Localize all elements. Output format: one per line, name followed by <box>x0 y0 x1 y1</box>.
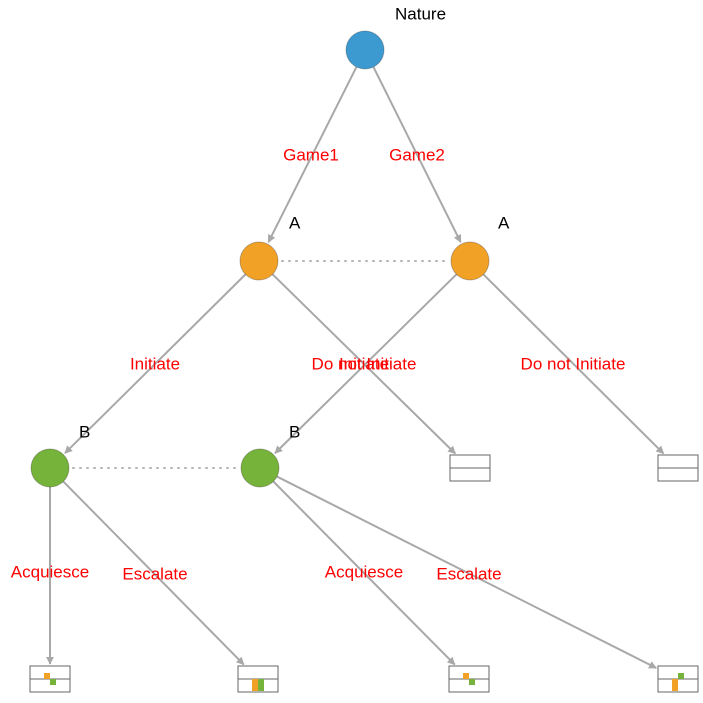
player-label-root: Nature <box>395 4 446 23</box>
terminal-t3 <box>29 665 71 693</box>
edge-b2-t5 <box>272 480 456 666</box>
edge-label-a1-t1: Do not Initiate <box>312 354 417 373</box>
terminal-t1 <box>449 454 491 482</box>
terminal-t4 <box>237 665 279 693</box>
payoff-bar-player-1 <box>252 679 258 691</box>
payoff-bar-player-2 <box>678 673 684 679</box>
edge-label-a2-b2: Initiate <box>339 354 389 373</box>
edge-label-root-a2: Game2 <box>389 145 445 164</box>
node-root <box>345 30 385 70</box>
edge-a1-t1 <box>271 273 457 455</box>
edge-label-b1-t3: Acquiesce <box>11 562 89 581</box>
terminal-t5 <box>448 665 490 693</box>
edge-a2-b2 <box>274 273 458 454</box>
edge-a1-b1 <box>64 273 247 454</box>
edge-label-b1-t4: Escalate <box>122 564 187 583</box>
terminal-t2 <box>657 454 699 482</box>
edge-b2-t6 <box>276 475 657 669</box>
payoff-bar-player-1 <box>672 679 678 691</box>
payoff-bar-player-1 <box>463 673 469 679</box>
edge-label-root-a1: Game1 <box>283 145 339 164</box>
node-b2 <box>240 448 280 488</box>
node-a2 <box>450 241 490 281</box>
edge-label-a2-t2: Do not Initiate <box>521 354 626 373</box>
edge-label-b2-t5: Acquiesce <box>325 562 403 581</box>
edge-a2-t2 <box>482 273 665 455</box>
edge-root-a2 <box>372 66 462 243</box>
player-label-b2: B <box>289 422 300 441</box>
payoff-bar-player-2 <box>469 679 475 685</box>
payoff-bar-player-1 <box>44 673 50 679</box>
player-label-a2: A <box>498 213 510 232</box>
node-b1 <box>30 448 70 488</box>
payoff-bar-player-2 <box>50 679 56 685</box>
edge-root-a1 <box>267 66 358 243</box>
edge-label-b2-t6: Escalate <box>436 564 501 583</box>
node-a1 <box>239 241 279 281</box>
player-label-b1: B <box>79 422 90 441</box>
terminal-t6 <box>657 665 699 693</box>
edge-b1-t4 <box>62 480 245 666</box>
payoff-bar-player-2 <box>258 679 264 691</box>
edge-label-a1-b1: Initiate <box>130 354 180 373</box>
player-label-a1: A <box>289 213 301 232</box>
